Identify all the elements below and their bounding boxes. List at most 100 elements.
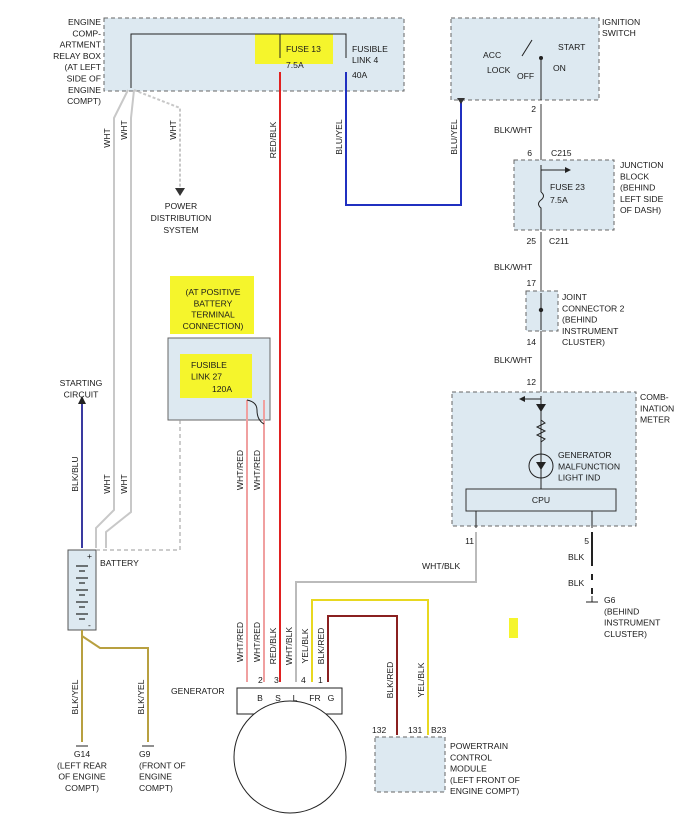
fusible-link4-label-line-0: FUSIBLE [352, 44, 388, 54]
generator-terminal-0: B [257, 693, 263, 703]
junction-block-label-line-3: LEFT SIDE [620, 194, 664, 204]
wire-label-wht-red-4: WHT/RED [252, 622, 262, 662]
connector-c211: C211 [549, 236, 569, 246]
wht-wire-power-dist [133, 89, 181, 188]
wire-label-wht-3: WHT [168, 119, 178, 139]
g14-label-line-3: COMPT) [65, 783, 99, 793]
relay-box-label-line-3: RELAY BOX [53, 51, 101, 61]
wire-label-blk-wht-2: BLK/WHT [494, 262, 533, 272]
joint-connector-label-line-3: INSTRUMENT [562, 326, 619, 336]
fuse13-highlight [255, 34, 333, 64]
junction-block-label-line-2: (BEHIND [620, 183, 655, 193]
fuse23-name: FUSE 23 [550, 182, 585, 192]
wire-label-wht-blk-2: WHT/BLK [284, 627, 294, 665]
g6-label-line-3: CLUSTER) [604, 629, 647, 639]
pin-ign2: 2 [531, 104, 536, 114]
battery-minus: - [88, 620, 91, 630]
gen-light-diode [536, 462, 546, 470]
pin-gen2: 2 [258, 675, 263, 685]
positive-terminal-label-line-1: BATTERY [194, 298, 233, 308]
battery-label: BATTERY [100, 558, 139, 568]
ign-start: START [558, 42, 586, 52]
junction-block-label-line-4: OF DASH) [620, 205, 661, 215]
relay-box-label-line-1: COMP- [72, 28, 101, 38]
power-dist-label-line-0: POWER [165, 201, 197, 211]
g6-label-line-1: (BEHIND [604, 606, 639, 616]
pin-pcmB23: B23 [431, 725, 447, 735]
pcm-label-line-4: ENGINE COMPT) [450, 786, 519, 796]
wire-label-blu-yel-2: BLU/YEL [449, 119, 459, 155]
fusible-link4-rating: 40A [352, 70, 368, 80]
starting-circuit-label-line-1: CIRCUIT [64, 389, 100, 399]
pin-pcm132: 132 [372, 725, 387, 735]
pin-jc14: 14 [526, 337, 536, 347]
generator-light-label-line-2: LIGHT IND [558, 473, 600, 483]
relay-box-outline [103, 17, 405, 92]
ign-off: OFF [517, 71, 534, 81]
joint-connector-label-line-2: (BEHIND [562, 315, 597, 325]
wire-label-wht-red-3: WHT/RED [235, 622, 245, 662]
pin-meter12: 12 [526, 377, 536, 387]
joint-dot [538, 307, 544, 313]
wire-label-blk-2: BLK [568, 578, 585, 588]
wire-label-red-blk: RED/BLK [268, 121, 278, 158]
relay-box-label-line-4: (AT LEFT [65, 62, 102, 72]
positive-terminal-highlight [170, 276, 254, 334]
ignition-switch-label-line-1: SWITCH [602, 28, 636, 38]
ign-lever [521, 39, 533, 57]
wire-label-blk-1: BLK [568, 552, 585, 562]
wire-label-wht-1: WHT [102, 127, 112, 147]
wire-label-wht-2: WHT [119, 119, 129, 139]
generator-terminal-1: S [275, 693, 281, 703]
fuse23-arrowhead [565, 167, 571, 173]
wire-label-wht-4: WHT [102, 473, 112, 493]
joint-connector-label-line-0: JOINT [562, 292, 588, 302]
wire-label-blk-red-2: BLK/RED [385, 662, 395, 699]
fusible-link27-rating: 120A [212, 384, 232, 394]
wire-label-blu-yel: BLU/YEL [334, 119, 344, 155]
joint-connector-label-line-4: CLUSTER) [562, 337, 605, 347]
pcm-label-line-3: (LEFT FRONT OF [450, 775, 520, 785]
wire-label-blk-blu: BLK/BLU [70, 456, 80, 491]
wire-label-blk-yel-2: BLK/YEL [136, 679, 146, 714]
blk-red-wire [327, 615, 398, 735]
wire-label-blk-wht-3: BLK/WHT [494, 355, 533, 365]
wire-label-blk-yel-1: BLK/YEL [70, 679, 80, 714]
ign-input-arrow [457, 98, 465, 104]
fusible-link27-highlight [180, 354, 252, 398]
positive-terminal-label-line-2: TERMINAL [191, 310, 235, 320]
pin-c215-6: 6 [527, 148, 532, 158]
gen-light-symbol [528, 453, 554, 479]
ign-acc: ACC [483, 50, 501, 60]
g9-label-line-3: COMPT) [139, 783, 173, 793]
generator-terminal-2: L [293, 693, 298, 703]
power-dist-label-line-1: DISTRIBUTION [151, 213, 212, 223]
wire-label-yel-blk-2: YEL/BLK [416, 662, 426, 697]
battery-link27-dashed [96, 420, 181, 551]
wht-blk-wire [295, 532, 477, 682]
fusible-link4-label-line-1: LINK 4 [352, 55, 378, 65]
starting-circuit-label-line-0: STARTING [60, 378, 103, 388]
g9-label-line-2: ENGINE [139, 772, 172, 782]
wht-wire-right [105, 89, 135, 548]
wire-label-blk-red: BLK/RED [316, 628, 326, 665]
yellow-marker [509, 618, 518, 638]
g6-label-line-2: INSTRUMENT [604, 618, 661, 628]
relay-bus [130, 33, 347, 88]
generator-terminal-3: FR [309, 693, 320, 703]
relay-box-label-line-2: ARTMENT [60, 40, 102, 50]
cpu-label: CPU [532, 495, 550, 505]
battery-plus: + [87, 551, 92, 561]
yel-blk-wire [311, 599, 429, 735]
generator-light-label-line-0: GENERATOR [558, 450, 612, 460]
pcm-label-line-2: MODULE [450, 764, 487, 774]
meter-left-arrowhead [519, 396, 525, 402]
pin-meter11: 11 [465, 536, 474, 546]
fuse23-symbol [538, 191, 544, 230]
fuse13-name: FUSE 13 [286, 44, 321, 54]
wht-wire-left [95, 89, 129, 548]
g6-label-line-0: G6 [604, 595, 616, 605]
pcm-label-line-0: POWERTRAIN [450, 741, 508, 751]
power-dist-label-line-2: SYSTEM [163, 225, 198, 235]
combination-meter-label-line-0: COMB- [640, 392, 669, 402]
